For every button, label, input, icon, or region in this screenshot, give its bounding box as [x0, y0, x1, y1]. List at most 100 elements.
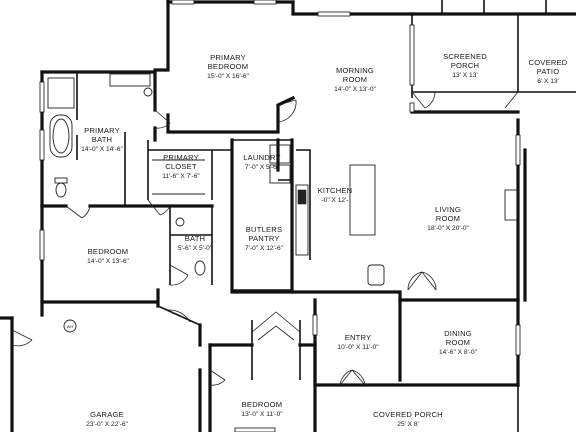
kitchen-island-icon [349, 164, 376, 236]
room-name-primary-closet-1: PRIMARY [163, 153, 199, 162]
fireplace-icon [504, 189, 518, 221]
water-heater-label: WH [67, 324, 74, 329]
room-dims-screened-porch: 13' X 13' [452, 72, 477, 79]
room-name-laundry: LAUNDRY [243, 153, 281, 162]
bathtub-basin-icon [52, 118, 70, 154]
wall-kitchen-line [278, 149, 311, 260]
room-name-primary-closet-2: CLOSET [165, 162, 197, 171]
room-name-covered-porch: COVERED PORCH [373, 410, 443, 419]
wall-primary-bedroom-right [291, 0, 414, 16]
door-closet-lower [251, 311, 301, 341]
window-bedroom-left [39, 229, 45, 261]
window-bath-left [39, 81, 45, 113]
window-dining-right [515, 324, 521, 356]
window-entry-left [312, 314, 318, 336]
room-name-morning-room-2: ROOM [343, 75, 367, 84]
fixtures: WH [47, 73, 518, 333]
toilet-tank-icon [54, 177, 68, 184]
room-name-living-room-1: LIVING [435, 205, 461, 214]
room-dims-bedroom-1: 14'-0" X 13'-6" [87, 258, 129, 265]
chair-icon [367, 264, 385, 286]
door-covered-patio [504, 91, 519, 109]
sink-icon-bath2 [175, 217, 185, 227]
room-name-garage: GARAGE [90, 410, 124, 419]
room-dims-butlers-pantry: 7'-0" X 12'-6" [245, 245, 284, 252]
room-dims-laundry: 7'-0" X 5'-6" [245, 164, 280, 171]
room-name-screened-porch-1: SCREENED [443, 52, 487, 61]
wall-closet [147, 140, 232, 200]
room-dims-garage: 23'-0" X 22'-6" [86, 421, 128, 428]
bathtub-icon [49, 114, 73, 158]
room-name-primary-bedroom-2: BEDROOM [208, 62, 249, 71]
room-dims-dining-room: 14'-6" X 8'-0" [439, 349, 478, 356]
window-bath-left-2 [39, 129, 45, 161]
room-name-screened-porch-2: PORCH [451, 61, 479, 70]
wall-closet-lower [251, 320, 301, 380]
sink-icon [143, 87, 153, 97]
kitchen-counter-icon [295, 184, 309, 256]
room-name-bedroom-1: BEDROOM [88, 247, 129, 256]
room-dims-primary-bath: 14'-0" X 14'-6" [81, 146, 123, 153]
window-living-right [515, 134, 521, 166]
windows [39, 0, 521, 432]
door-bath2 [169, 264, 189, 286]
room-name-morning-room-1: MORNING [336, 66, 374, 75]
room-name-bath: BATH [185, 234, 206, 243]
toilet-icon [55, 182, 67, 198]
room-name-butlers-pantry-2: PANTRY [248, 234, 279, 243]
room-name-entry: ENTRY [345, 333, 372, 342]
door-bedroom [147, 199, 171, 216]
wall-covered-porch [314, 385, 519, 432]
room-name-butlers-pantry-1: BUTLERS [246, 225, 282, 234]
wall-bath-inner [76, 72, 126, 206]
door-living-double [407, 271, 437, 291]
window-morning-top [317, 11, 351, 17]
window-primary-bedroom-top-2 [253, 0, 277, 5]
door-bath-bottom [65, 205, 91, 219]
room-name-kitchen: KITCHEN [318, 186, 353, 195]
room-dims-bedroom-2: 13'-0" X 11'-0" [241, 411, 283, 418]
room-dims-entry: 10'-0" X 11'-0" [337, 344, 379, 351]
doors [11, 91, 519, 386]
washer-icon [269, 144, 291, 164]
wall-top-right-thin [441, 0, 547, 14]
door-screened-porch [411, 91, 436, 109]
wall-bedroom-bottom [40, 288, 160, 308]
door-garage [11, 329, 33, 347]
door-entry-double [339, 369, 366, 386]
toilet-icon-bath2 [194, 260, 206, 276]
room-name-dining-room-2: ROOM [446, 338, 470, 347]
door-primary-bath [154, 109, 171, 129]
vanity-icon [109, 73, 151, 87]
room-dims-covered-porch: 25' X 8' [397, 421, 419, 428]
wall-entry-top [230, 290, 520, 302]
door-primary-bedroom [277, 99, 297, 123]
wall-primary-bedroom-left [153, 0, 170, 72]
wall-garage-angle [157, 305, 201, 326]
room-name-primary-bedroom-1: PRIMARY [210, 53, 246, 62]
room-name-primary-bath-2: BATH [92, 135, 113, 144]
range-icon [297, 189, 307, 205]
window-kitchen [409, 102, 415, 113]
room-dims-primary-bedroom: 15'-0" X 16'-6" [207, 73, 249, 80]
wall-primary-bedroom-bottom [166, 95, 296, 134]
room-dims-bath: 5'-6" X 5'-0" [178, 245, 213, 252]
window-morning-right [409, 24, 415, 86]
water-heater-icon [63, 319, 77, 333]
room-dims-morning-room: 14'-0" X 13'-0" [334, 86, 376, 93]
room-dims-living-room: 18'-0" X 20'-0" [427, 225, 469, 232]
room-name-covered-patio-2: PATIO [537, 67, 560, 76]
room-name-bedroom-2: BEDROOM [242, 400, 283, 409]
room-name-dining-room-1: DINING [444, 329, 472, 338]
room-dims-covered-patio: 6' X 13' [537, 78, 559, 85]
door-bedroom2 [209, 369, 226, 386]
wall-bath2 [169, 206, 213, 285]
room-name-living-room-2: ROOM [436, 214, 460, 223]
door-garage-angle [167, 309, 191, 323]
room-name-covered-patio-1: COVERED [529, 58, 568, 67]
room-name-primary-bath-1: PRIMARY [84, 126, 120, 135]
room-dims-primary-closet: 11'-6" X 7'-6" [162, 173, 200, 180]
